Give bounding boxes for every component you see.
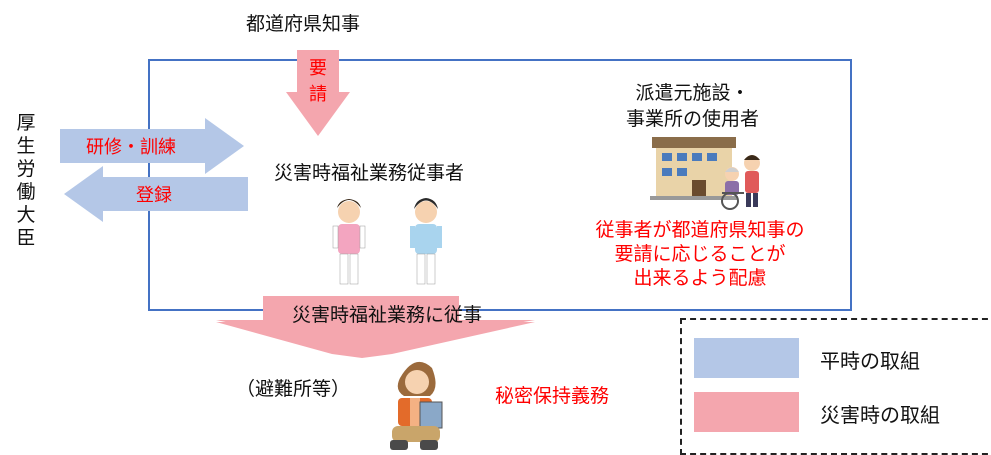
consideration-text: 従事者が都道府県知事の 要請に応じることが 出来るよう配慮 <box>555 218 845 290</box>
consideration-line: 出来るよう配慮 <box>633 267 767 289</box>
minister-char: 臣 <box>16 227 36 249</box>
legend-normal-label: 平時の取組 <box>820 349 920 373</box>
training-arrow <box>60 118 244 174</box>
facility-building-icon <box>650 137 738 200</box>
engage-arrow-body <box>216 296 535 358</box>
legend-normal-swatch <box>694 338 799 378</box>
consideration-line: 要請に応じることが <box>614 243 786 265</box>
confidentiality-label: 秘密保持義務 <box>495 385 610 407</box>
consideration-line: 従事者が都道府県知事の <box>595 219 805 241</box>
legend-disaster-swatch <box>694 392 799 432</box>
request-arrow <box>286 50 350 136</box>
request-label-char: 請 <box>309 84 327 105</box>
facility-title-line: 派遣元施設・ <box>635 82 750 104</box>
caregiver-wheelchair-icon <box>721 155 760 210</box>
worker-female-icon <box>332 199 366 285</box>
facility-title-line: 事業所の使用者 <box>625 108 759 130</box>
minister-char: 働 <box>16 181 36 203</box>
minister-label: 厚 生 労 働 大 臣 <box>12 112 40 250</box>
minister-char: 労 <box>16 158 36 180</box>
legend-disaster-label: 災害時の取組 <box>820 403 940 427</box>
registration-arrow-label: 登録 <box>136 185 172 206</box>
worker-title: 災害時福祉業務従事者 <box>274 162 465 184</box>
facility-title: 派遣元施設・ 事業所の使用者 <box>600 80 785 132</box>
training-arrow-label: 研修・訓練 <box>86 137 176 158</box>
request-label-char: 要 <box>309 58 327 79</box>
minister-char: 大 <box>16 204 36 226</box>
disaster-worker-clipboard-icon <box>390 361 443 450</box>
engage-arrow-label: 災害時福祉業務に従事 <box>292 304 483 326</box>
minister-char: 生 <box>16 135 36 157</box>
governor-label: 都道府県知事 <box>246 13 361 35</box>
legend: 平時の取組 災害時の取組 <box>680 318 991 455</box>
worker-male-icon <box>410 198 442 285</box>
minister-char: 厚 <box>16 112 36 134</box>
registration-arrow <box>64 166 248 222</box>
request-arrow-label: 要 請 <box>308 56 328 108</box>
shelter-label: （避難所等） <box>236 378 351 400</box>
